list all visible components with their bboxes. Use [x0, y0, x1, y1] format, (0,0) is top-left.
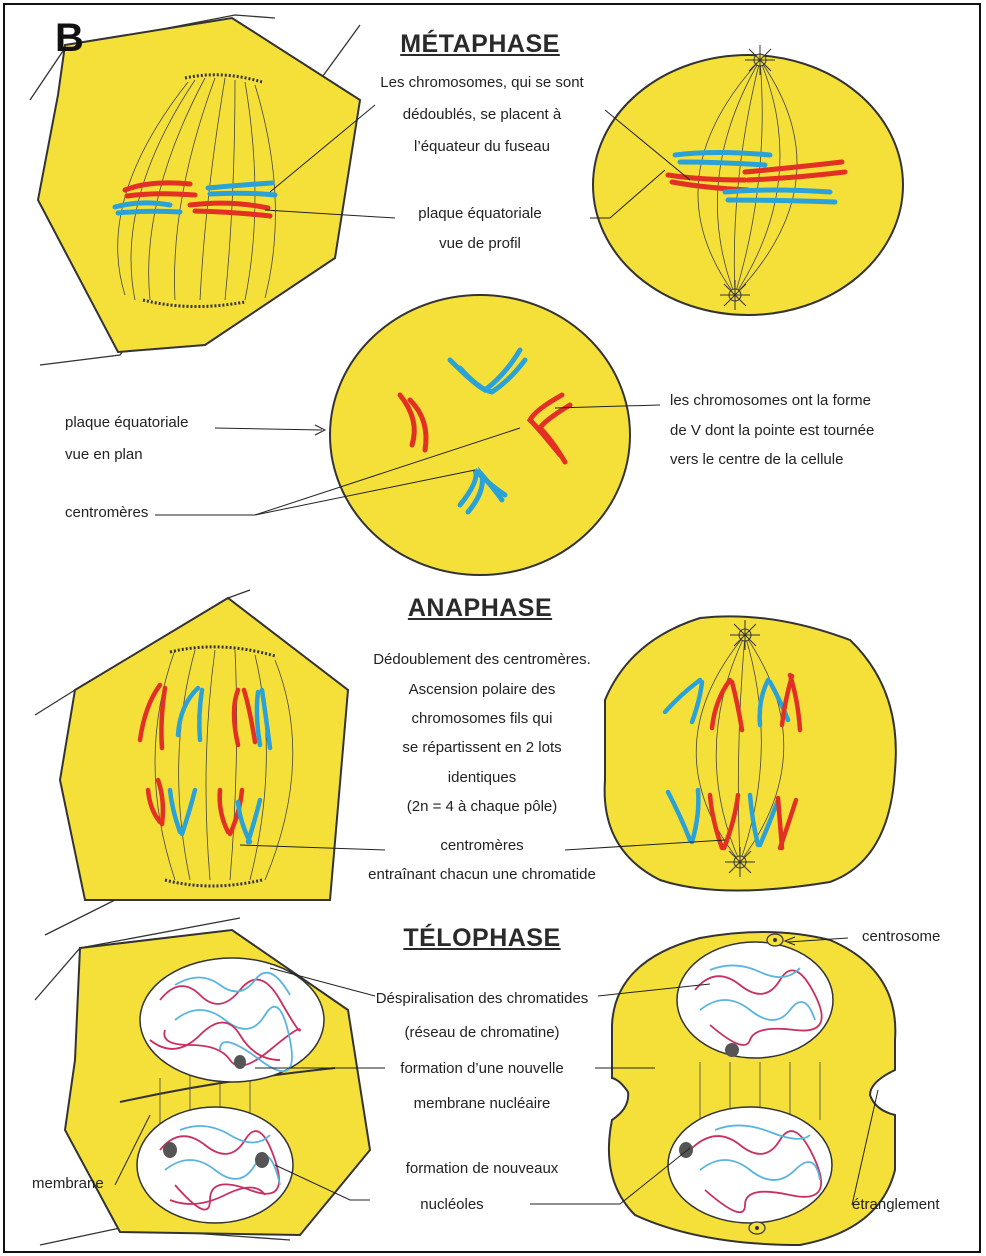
despiralisation-label-2: (réseau de chromatine) [404, 1025, 559, 1041]
plaque-profil-label-2: vue de profil [439, 236, 521, 252]
centrosome-icon [745, 45, 775, 75]
anaphase-desc-line-3: chromosomes fils qui [412, 711, 553, 727]
anaphase-centromeres-label-1: centromères [440, 838, 523, 854]
nucleoles-label-2: nucléoles [420, 1197, 483, 1213]
nucleolus [234, 1055, 246, 1069]
nucleolus [255, 1152, 269, 1168]
metaphase-desc-line-3: l’équateur du fuseau [414, 139, 550, 155]
v-shape-label-1: les chromosomes ont la forme [670, 393, 871, 409]
anaphase-cell-left [60, 598, 348, 900]
nucleus [677, 942, 833, 1058]
nucleolus [725, 1043, 739, 1057]
anaphase-desc-line-5: identiques [448, 770, 516, 786]
anaphase-desc-line-4: se répartissent en 2 lots [402, 740, 561, 756]
telophase-cell-left [65, 930, 370, 1235]
metaphase-cell-left [38, 18, 360, 352]
v-shape-label-2: de V dont la pointe est tournée [670, 423, 874, 439]
membrane-nucleaire-label-2: membrane nucléaire [414, 1096, 551, 1112]
metaphase-desc-line-2: dédoublés, se placent à [403, 107, 561, 123]
nucleus [668, 1107, 832, 1223]
plaque-profil-label-1: plaque équatoriale [418, 206, 541, 222]
centrosome-icon [730, 620, 760, 650]
plaque-plan-label-1: plaque équatoriale [65, 415, 188, 431]
nucleus [137, 1107, 293, 1223]
centrosome-icon [767, 934, 783, 946]
anaphase-desc-line-1: Dédoublement des centromères. [373, 652, 591, 668]
anaphase-title: ANAPHASE [408, 600, 552, 616]
metaphase-title: MÉTAPHASE [400, 36, 560, 52]
despiralisation-label-1: Déspiralisation des chromatides [376, 991, 589, 1007]
anaphase-desc-line-2: Ascension polaire des [409, 682, 556, 698]
etranglement-label: étranglement [852, 1197, 940, 1213]
anaphase-centromeres-label-2: entraînant chacun une chromatide [368, 867, 596, 883]
nucleoles-label-1: formation de nouveaux [406, 1161, 559, 1177]
telophase-title: TÉLOPHASE [403, 930, 560, 946]
metaphase-cell-polar [330, 295, 630, 575]
centrosome-icon [749, 1222, 765, 1234]
anaphase-cell-right [605, 616, 896, 890]
centromeres-label: centromères [65, 505, 148, 521]
metaphase-cell-right [593, 45, 903, 315]
centrosome-icon [725, 847, 755, 877]
membrane-label: membrane [32, 1176, 104, 1192]
v-shape-label-3: vers le centre de la cellule [670, 452, 843, 468]
plaque-plan-label-2: vue en plan [65, 447, 143, 463]
centrosome-icon [720, 280, 750, 310]
anaphase-desc-line-6: (2n = 4 à chaque pôle) [407, 799, 558, 815]
centrosome-label: centrosome [862, 929, 940, 945]
metaphase-desc-line-1: Les chromosomes, qui se sont [380, 75, 583, 91]
panel-letter: B [55, 30, 84, 46]
nucleolus [163, 1142, 177, 1158]
membrane-nucleaire-label-1: formation d’une nouvelle [400, 1061, 563, 1077]
